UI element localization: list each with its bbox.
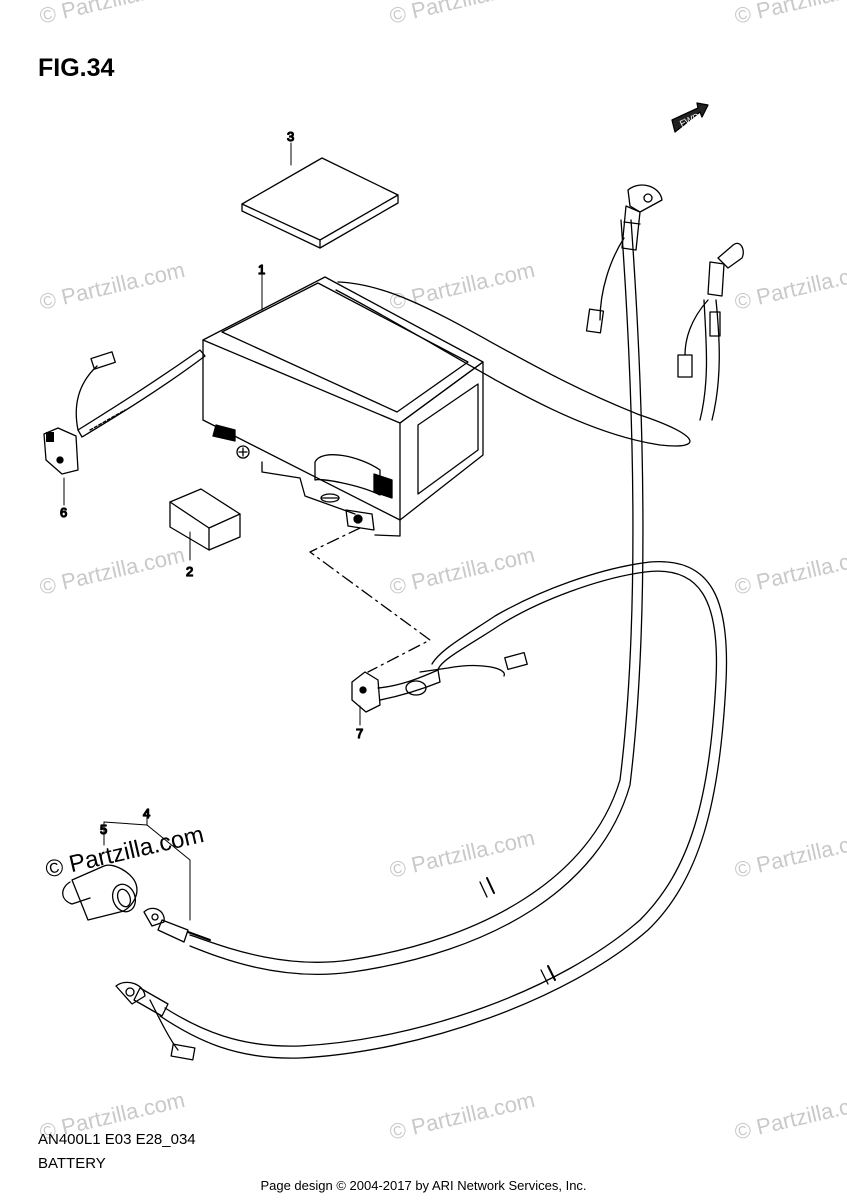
callout-4: 4 [143, 806, 150, 821]
terminal-lead [351, 651, 528, 713]
battery-pad [241, 157, 399, 249]
diagram-code: AN400L1 E03 E28_034 [38, 1131, 196, 1148]
positive-cable-end [62, 864, 211, 943]
battery [202, 276, 484, 537]
callout-6: 6 [60, 505, 67, 520]
ground-terminal-eyelet [115, 981, 196, 1061]
diagram-caption: BATTERY [38, 1155, 106, 1172]
fwd-arrow-icon: FWD [671, 102, 709, 133]
negative-lead-wire [43, 349, 206, 475]
ground-cable [159, 561, 728, 1059]
callout-2: 2 [186, 564, 193, 579]
callout-leaders [63, 142, 361, 921]
figure-title: FIG.34 [38, 54, 115, 82]
callout-1: 1 [258, 262, 265, 277]
callout-3: 3 [287, 129, 294, 144]
battery-block [169, 488, 241, 551]
starter-cable [677, 242, 744, 421]
page-footer: Page design © 2004-2017 by ARI Network S… [260, 1178, 587, 1193]
callout-7: 7 [356, 726, 363, 741]
positive-battery-cable [189, 219, 644, 975]
battery-cable-upper [335, 281, 691, 447]
callout-5: 5 [100, 822, 107, 837]
positive-terminal-eyelet [585, 184, 663, 334]
